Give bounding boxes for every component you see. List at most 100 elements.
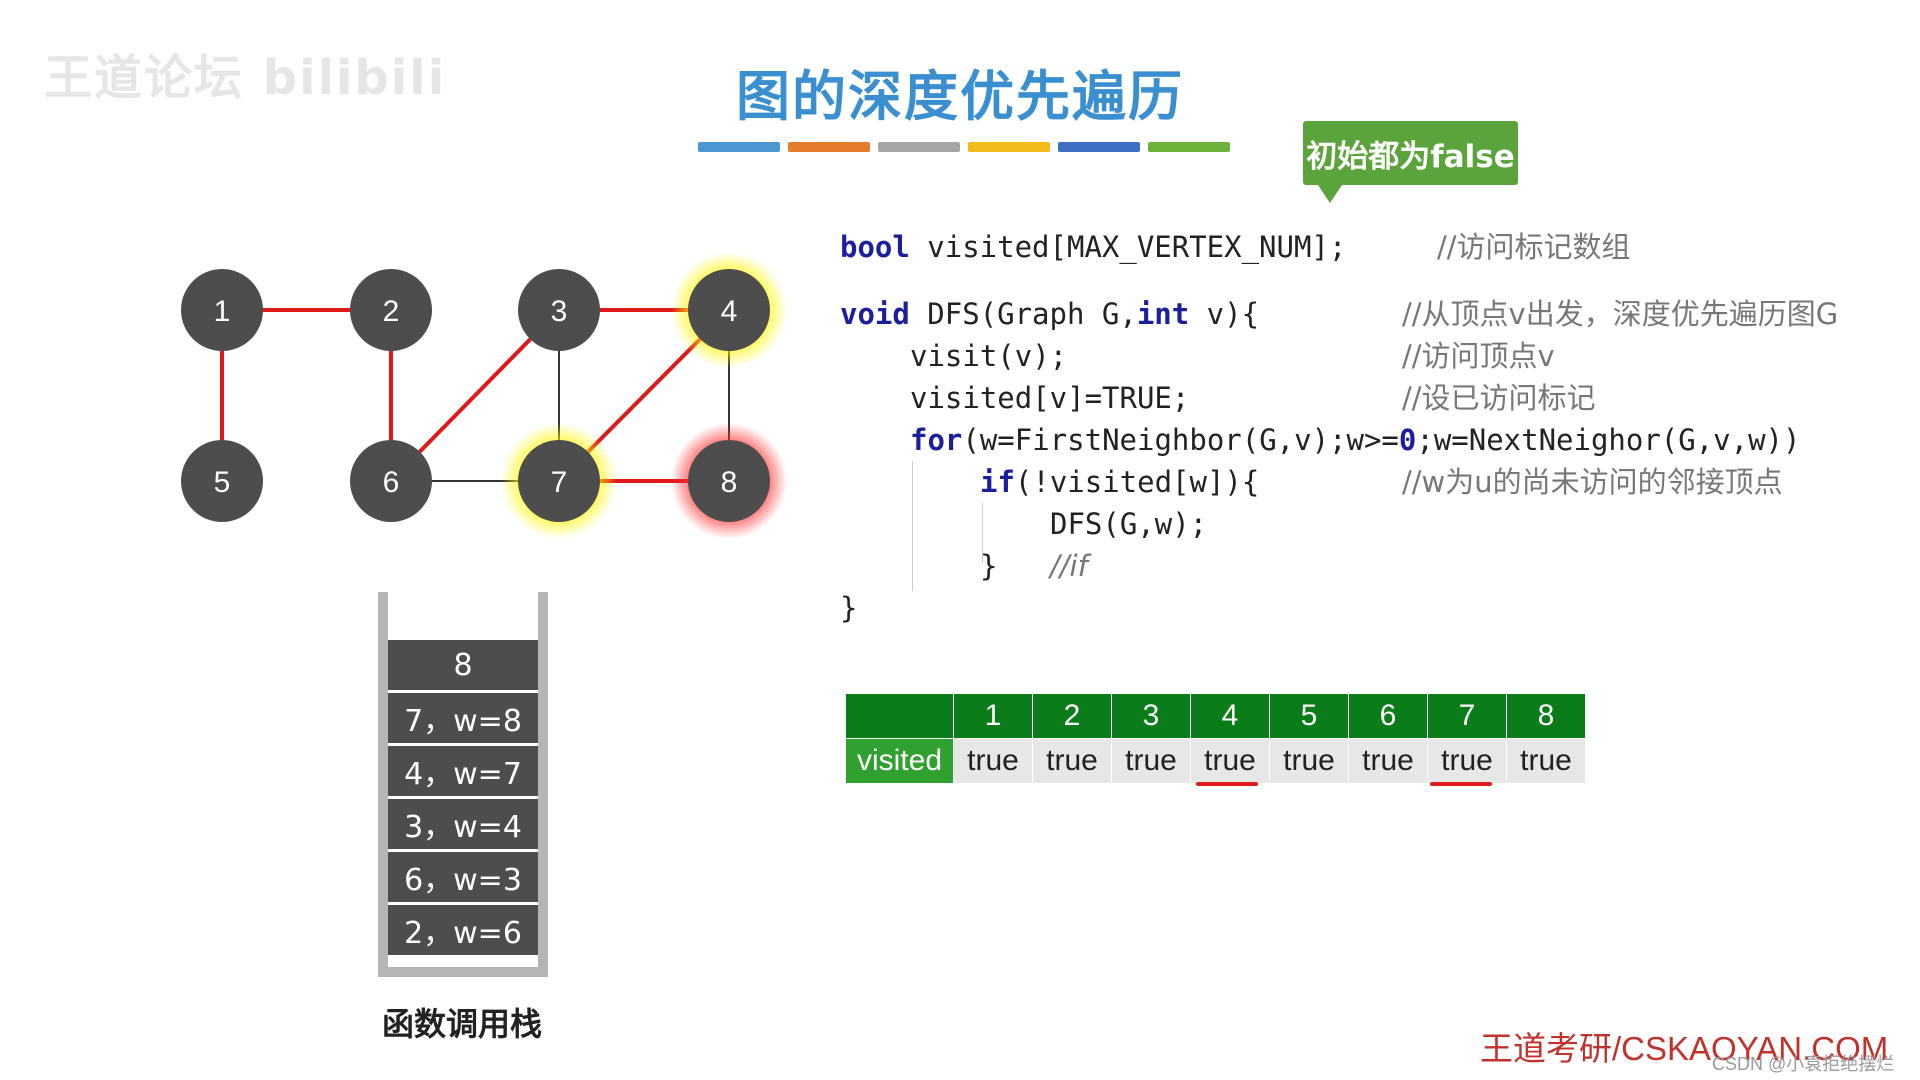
code-keyword: void — [840, 297, 910, 331]
visited-header-4: 4 — [1190, 693, 1270, 739]
visited-header-2: 2 — [1032, 693, 1112, 739]
callout-tail — [1318, 185, 1342, 203]
code-comment: //访问标记数组 — [1437, 230, 1631, 264]
code-keyword: int — [1136, 297, 1190, 331]
node-2: 2 — [350, 269, 432, 351]
code-comment: //从顶点v出发，深度优先遍历图G — [1402, 297, 1839, 331]
title-color-bar — [1148, 142, 1230, 152]
code-text: visited[MAX_VERTEX_NUM]; — [909, 230, 1347, 264]
code-text: (w=FirstNeighbor(G,v);w>= — [962, 423, 1399, 457]
callout-bubble: 初始都为false — [1303, 121, 1518, 185]
code-line: DFS(G,w); — [1050, 503, 1207, 545]
csdn-watermark: CSDN @小袁拒绝摆烂 — [1712, 1054, 1895, 1074]
title-color-bar — [878, 142, 960, 152]
visited-cell-1: true — [953, 738, 1033, 784]
code-keyword: for — [910, 423, 963, 457]
node-circle-6 — [350, 440, 432, 522]
indent-guide — [912, 461, 913, 591]
watermark-logo: 王道论坛 bilibili — [44, 50, 447, 106]
visited-cell-4: true — [1190, 738, 1270, 784]
node-circle-2 — [350, 269, 432, 351]
visited-row-label: visited — [845, 738, 954, 784]
footer-brand: 王道考研/CSKAOYAN.COM — [1480, 1030, 1889, 1067]
node-label-2: 2 — [383, 295, 400, 328]
code-comment: //访问顶点v — [1402, 339, 1555, 373]
code-text: DFS(G,w); — [1050, 507, 1208, 541]
visited-cell-8: true — [1506, 738, 1586, 784]
stack-frame: 2，w=6 — [388, 905, 538, 955]
visited-cell-2: true — [1032, 738, 1112, 784]
node-label-3: 3 — [551, 295, 568, 328]
node-7: 7 — [501, 423, 617, 539]
node-circle-4 — [688, 269, 770, 351]
node-4: 4 — [671, 252, 787, 368]
red-underline-4 — [1196, 782, 1258, 786]
code-line: for(w=FirstNeighbor(G,v);w>=0;w=NextNeig… — [910, 419, 1800, 461]
node-circle-7 — [518, 440, 600, 522]
stack-frame: 7，w=8 — [388, 693, 538, 743]
code-keyword: bool — [840, 230, 910, 264]
stack-frame: 8 — [388, 640, 538, 690]
code-line: void DFS(Graph G,int v){ — [840, 293, 1259, 335]
stack-label: 函数调用栈 — [381, 1005, 542, 1043]
stack-frame: 6，w=3 — [388, 852, 538, 902]
visited-cell-5: true — [1269, 738, 1349, 784]
node-circle-3 — [518, 269, 600, 351]
node-label-5: 5 — [214, 466, 231, 499]
code-text: DFS(Graph G, — [909, 297, 1137, 331]
visited-header-6: 6 — [1348, 693, 1428, 739]
code-text: (!visited[w]){ — [1014, 465, 1260, 499]
node-circle-5 — [181, 440, 263, 522]
visited-header-1: 1 — [953, 693, 1033, 739]
node-label-8: 8 — [721, 466, 738, 499]
code-line: if(!visited[w]){ — [980, 461, 1259, 503]
visited-header-7: 7 — [1427, 693, 1507, 739]
code-line: visited[v]=TRUE; — [910, 377, 1189, 419]
stack-left-wall — [378, 592, 388, 977]
stack-right-wall — [538, 592, 548, 977]
title-color-bar — [698, 142, 780, 152]
node-8: 8 — [671, 423, 787, 539]
code-text: v){ — [1189, 297, 1260, 331]
node-1: 1 — [181, 269, 263, 351]
title-color-bar — [968, 142, 1050, 152]
node-label-1: 1 — [214, 295, 231, 328]
code-text: visit(v); — [910, 339, 1068, 373]
node-circle-8 — [688, 440, 770, 522]
stack-frame: 4，w=7 — [388, 746, 538, 796]
visited-cell-7: true — [1427, 738, 1507, 784]
code-line: bool visited[MAX_VERTEX_NUM]; — [840, 226, 1346, 268]
visited-cell-3: true — [1111, 738, 1191, 784]
node-3: 3 — [518, 269, 600, 351]
visited-header-5: 5 — [1269, 693, 1349, 739]
node-label-4: 4 — [721, 295, 738, 328]
title-color-bars — [698, 142, 1230, 152]
visited-cell-6: true — [1348, 738, 1428, 784]
title-color-bar — [1058, 142, 1140, 152]
graph-diagram: 1 2 3 4 5 6 7 8 — [181, 252, 787, 539]
code-keyword: if — [980, 465, 1015, 499]
visited-header-8: 8 — [1506, 693, 1586, 739]
node-circle-1 — [181, 269, 263, 351]
red-underline-7 — [1430, 782, 1492, 786]
node-5: 5 — [181, 440, 263, 522]
indent-guide — [982, 503, 983, 563]
code-comment: //w为u的尚未访问的邻接顶点 — [1402, 465, 1783, 499]
stack-bottom — [378, 967, 548, 977]
visited-table-corner — [845, 693, 954, 739]
node-6: 6 — [350, 440, 432, 522]
code-line: visit(v); — [910, 335, 1067, 377]
code-text: ;w=NextNeighor(G,v,w)) — [1416, 423, 1801, 457]
title-color-bar — [788, 142, 870, 152]
code-keyword: 0 — [1398, 423, 1417, 457]
node-label-6: 6 — [383, 466, 400, 499]
code-text: } — [980, 549, 998, 583]
code-text: visited[v]=TRUE; — [910, 381, 1190, 415]
slide-title: 图的深度优先遍历 — [736, 65, 1184, 128]
code-comment: //if — [1050, 549, 1088, 583]
code-comment: //设已访问标记 — [1402, 381, 1596, 415]
